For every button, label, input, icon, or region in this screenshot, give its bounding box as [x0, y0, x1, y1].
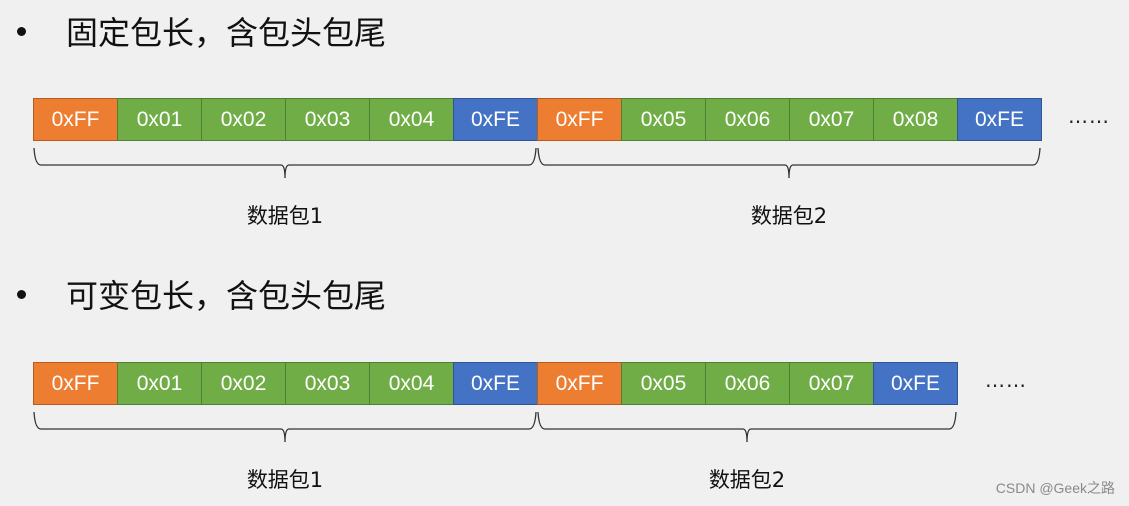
data-byte-cell: 0x04	[369, 362, 454, 405]
data-byte-cell: 0x03	[285, 362, 370, 405]
head-byte-cell: 0xFF	[33, 98, 118, 141]
data-byte-cell: 0x05	[621, 98, 706, 141]
watermark: CSDN @Geek之路	[995, 480, 1115, 496]
data-byte-cell: 0x03	[285, 98, 370, 141]
section-title: 可变包长，含包头包尾	[66, 277, 387, 315]
data-byte-cell: 0x02	[201, 98, 286, 141]
tail-byte-cell: 0xFE	[957, 98, 1042, 141]
bullet-icon	[17, 26, 26, 36]
tail-byte-cell: 0xFE	[453, 98, 538, 141]
data-byte-cell: 0x05	[621, 362, 706, 405]
packet-label: 数据包1	[246, 204, 324, 228]
ellipsis: ……	[985, 368, 1027, 392]
data-byte-cell: 0x06	[705, 98, 790, 141]
data-byte-cell: 0x02	[201, 362, 286, 405]
data-byte-cell: 0x07	[789, 98, 874, 141]
ellipsis: ……	[1068, 104, 1110, 128]
section-title: 固定包长，含包头包尾	[66, 14, 387, 52]
packet-label: 数据包1	[246, 468, 324, 492]
data-byte-cell: 0x04	[369, 98, 454, 141]
section-heading: 固定包长，含包头包尾	[14, 8, 386, 54]
packet-label: 数据包2	[708, 468, 786, 492]
head-byte-cell: 0xFF	[537, 362, 622, 405]
data-byte-cell: 0x08	[873, 98, 958, 141]
section-heading: 可变包长，含包头包尾	[14, 271, 386, 317]
bullet-icon	[17, 289, 26, 299]
head-byte-cell: 0xFF	[33, 362, 118, 405]
head-byte-cell: 0xFF	[537, 98, 622, 141]
data-byte-cell: 0x01	[117, 98, 202, 141]
tail-byte-cell: 0xFE	[453, 362, 538, 405]
data-byte-cell: 0x06	[705, 362, 790, 405]
data-byte-cell: 0x07	[789, 362, 874, 405]
tail-byte-cell: 0xFE	[873, 362, 958, 405]
packet-label: 数据包2	[750, 204, 828, 228]
